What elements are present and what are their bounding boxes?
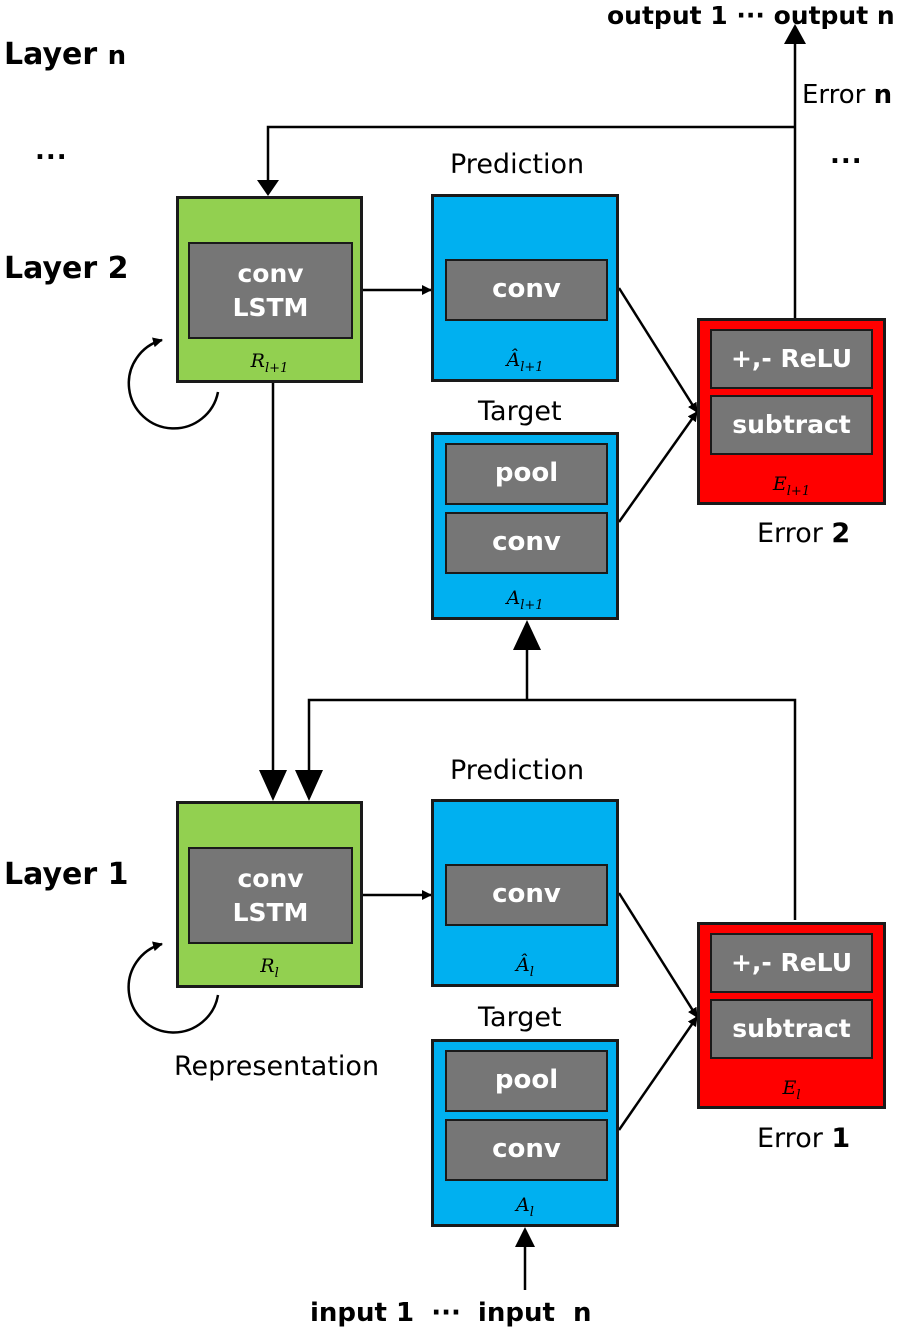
input-n-label: input n (477, 1298, 592, 1328)
left-ellipsis: ... (35, 136, 68, 166)
error-n-label: Error n (802, 80, 893, 110)
right-ellipsis: ... (830, 140, 863, 170)
layer2-target-pool: pool (445, 443, 608, 505)
layer2-prediction-conv: conv (445, 259, 608, 321)
layer2-error-symbol: El+1 (772, 473, 811, 499)
layer2-representation-symbol: Rl+1 (250, 350, 289, 376)
layer2-target-conv: conv (445, 512, 608, 574)
error1-feedback-line (307, 698, 797, 920)
output-label: output 1 ··· output n (607, 3, 895, 28)
layer2-error-relu: +,- ReLU (710, 329, 873, 389)
output-1-label: output 1 (607, 1, 728, 30)
layer-2-label: Layer 2 (4, 251, 129, 286)
layer-n-label: Layer n (4, 37, 127, 72)
layer-1-label: Layer 1 (4, 857, 129, 892)
layer2-error-box: +,- ReLU subtract El+1 (697, 318, 886, 505)
output-ellipsis: ··· (736, 1, 765, 30)
layer2-target-symbol: Al+1 (506, 587, 544, 613)
input-1-label: input 1 (310, 1298, 415, 1328)
layer2-conv-lstm: conv LSTM (188, 242, 353, 339)
layer2-representation-box: conv LSTM Rl+1 (176, 196, 363, 383)
layer1-target-symbol: Al (516, 1194, 534, 1220)
layer1-error-relu: +,- ReLU (710, 933, 873, 993)
layer2-target-box: pool conv Al+1 (431, 432, 619, 620)
layer1-recurrent-loop (127, 941, 220, 1034)
layer2-error-caption: Error 2 (757, 518, 851, 549)
layer1-prediction-conv: conv (445, 864, 608, 926)
layer1-target-title: Target (478, 1002, 562, 1033)
layer2-target-title: Target (478, 396, 562, 427)
layer1-target-box: pool conv Al (431, 1039, 619, 1227)
layer1-target-conv: conv (445, 1119, 608, 1181)
input-ellipsis: ··· (431, 1298, 461, 1328)
layer1-representation-caption: Representation (174, 1051, 380, 1082)
layer2-target-to-error-arrow (617, 411, 699, 523)
layer1-prediction-title: Prediction (450, 755, 585, 786)
layer2-prediction-title: Prediction (450, 149, 585, 180)
input-label: input 1 ··· input n (310, 1300, 592, 1326)
layer2-prediction-box: conv Âl+1 (431, 194, 619, 382)
layer2-prediction-symbol: Âl+1 (506, 349, 544, 375)
layer1-target-pool: pool (445, 1050, 608, 1112)
layer1-target-to-error-arrow (617, 1016, 699, 1131)
layer2-error-subtract: subtract (710, 395, 873, 455)
layer1-representation-box: conv LSTM Rl (176, 801, 363, 988)
layer2-recurrent-loop (127, 337, 220, 430)
layer1-prediction-to-error-arrow (617, 892, 699, 1018)
layer1-error-subtract: subtract (710, 999, 873, 1059)
layer1-prediction-symbol: Âl (516, 954, 534, 980)
layer1-error-symbol: El (782, 1077, 801, 1103)
top-down-feedback-line (266, 125, 795, 180)
layer2-prediction-to-error-arrow (617, 287, 699, 413)
layer1-prediction-box: conv Âl (431, 799, 619, 987)
layer1-error-caption: Error 1 (757, 1123, 851, 1154)
layer1-representation-symbol: Rl (260, 955, 279, 981)
output-n-label: output n (773, 1, 895, 30)
layer1-error-box: +,- ReLU subtract El (697, 922, 886, 1109)
layer1-conv-lstm: conv LSTM (188, 847, 353, 944)
